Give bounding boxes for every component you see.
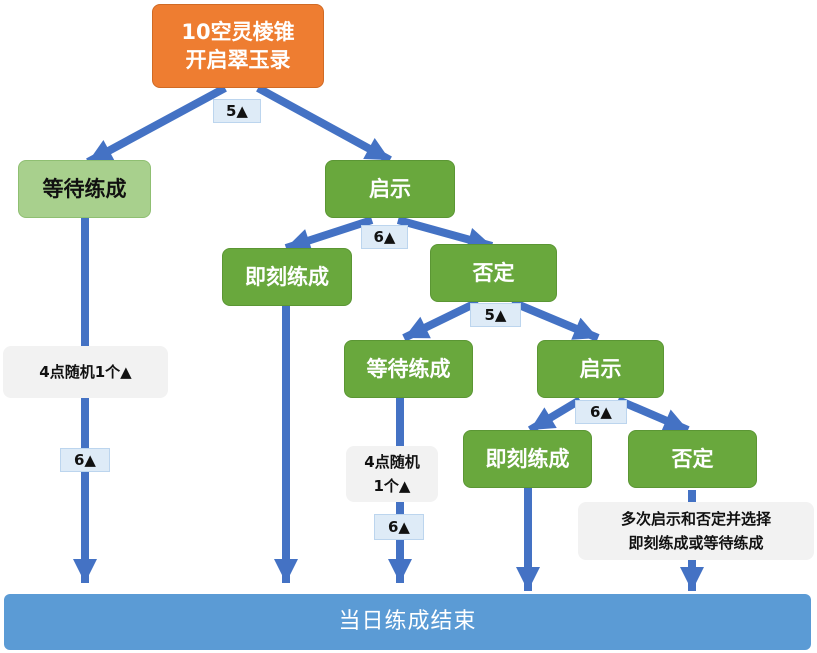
deny-node-1: 否定 (430, 244, 557, 302)
wait-node-2: 等待练成 (344, 340, 473, 398)
cost-badge-deny-1: 5▲ (470, 303, 521, 327)
arrow-deny1-to-wait (402, 298, 480, 342)
note-random-2: 4点随机 1个▲ (346, 446, 438, 502)
arrow-start-to-reveal (256, 84, 392, 164)
wait-node-1: 等待练成 (18, 160, 151, 218)
arrow-reveal1-to-deny (396, 216, 494, 252)
reveal-node-2: 启示 (537, 340, 664, 398)
cost-badge-reveal-2: 6▲ (575, 400, 627, 424)
deny-node-2: 否定 (628, 430, 757, 488)
end-node: 当日练成结束 (4, 594, 811, 650)
arrow-reveal2-to-deny (616, 396, 690, 434)
cost-badge-reveal-1: 6▲ (361, 225, 408, 249)
note-random-1: 4点随机1个▲ (3, 346, 168, 398)
arrow-reveal2-to-immediate (527, 396, 583, 434)
note-repeat: 多次启示和否定并选择 即刻练成或等待练成 (578, 502, 814, 560)
immediate-node-1: 即刻练成 (222, 248, 352, 306)
cost-badge-start: 5▲ (213, 99, 261, 123)
cost-badge-wait-1: 6▲ (60, 448, 110, 472)
start-node: 10空灵棱锥 开启翠玉录 (152, 4, 324, 88)
arrow-start-to-wait (86, 84, 227, 166)
immediate-node-2: 即刻练成 (463, 430, 592, 488)
arrow-deny1-to-reveal (510, 298, 600, 342)
cost-badge-wait-2: 6▲ (374, 514, 424, 540)
arrow-reveal1-to-immediate (284, 216, 374, 252)
reveal-node-1: 启示 (325, 160, 455, 218)
